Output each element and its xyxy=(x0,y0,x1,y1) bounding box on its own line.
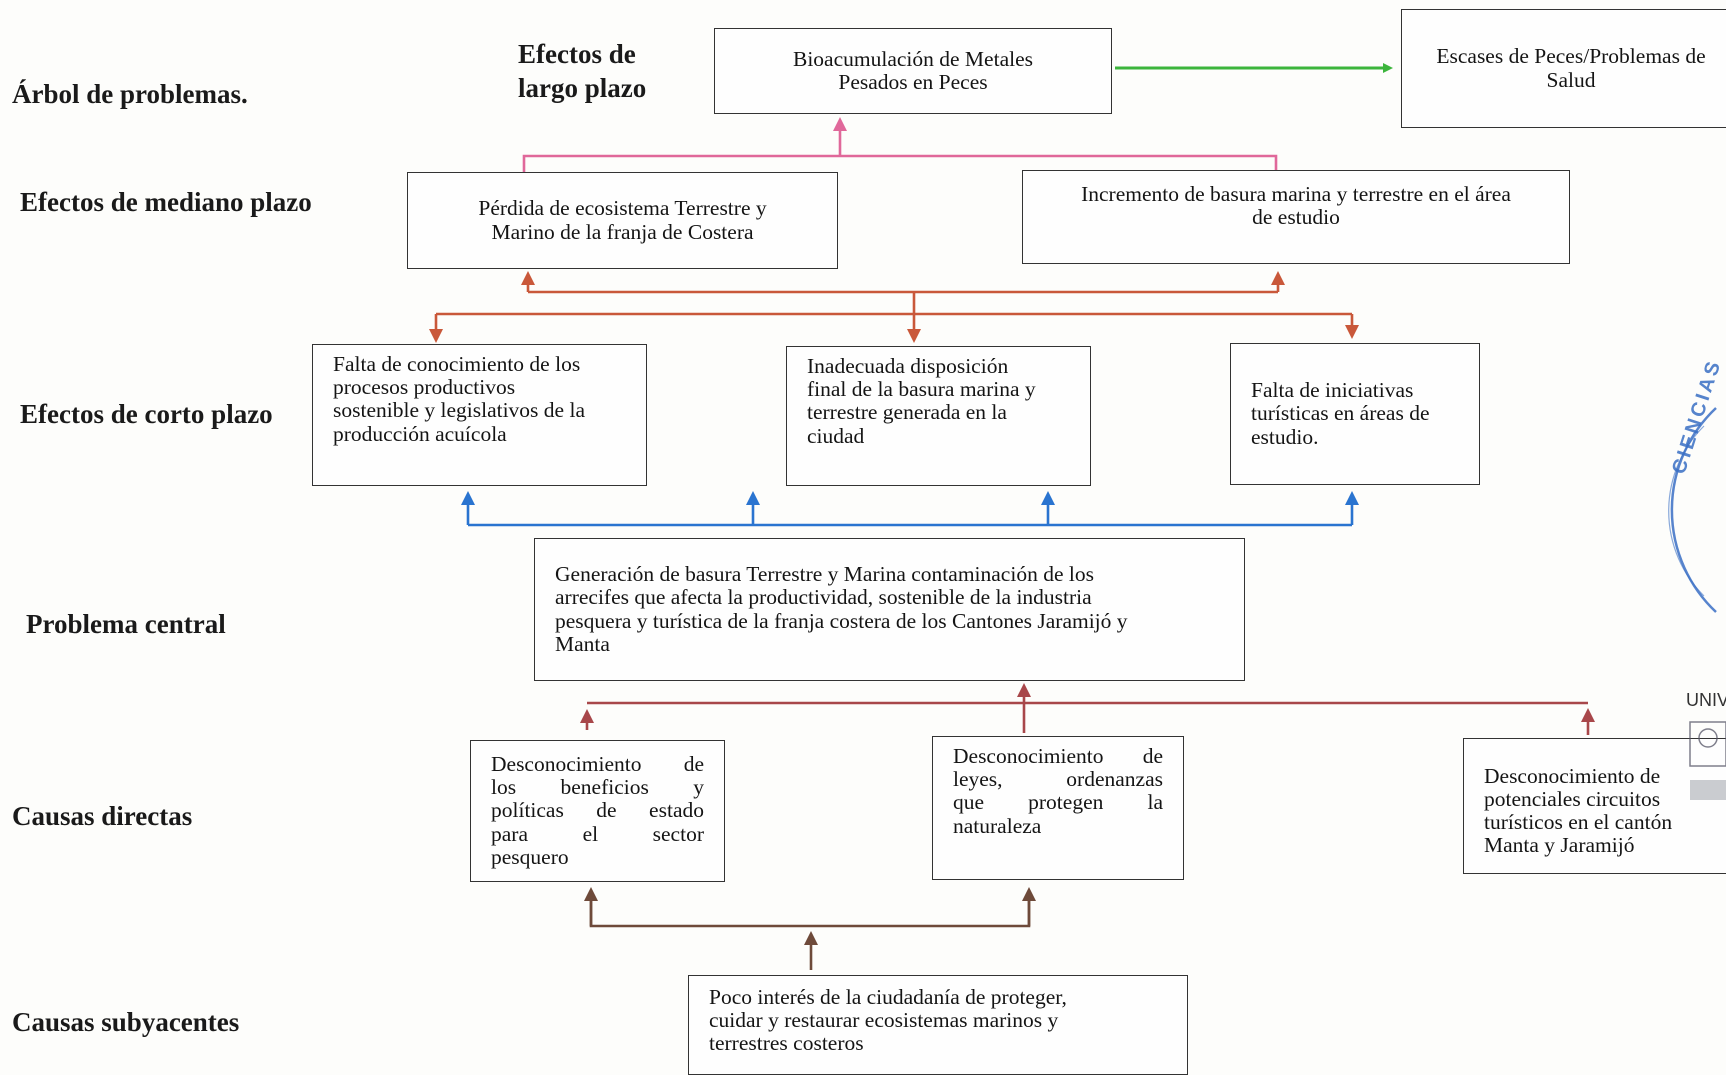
box-line: final de la basura marina y xyxy=(807,377,1036,402)
box-low-citizen-interest: Poco interés de la ciudadanía de protege… xyxy=(688,975,1188,1075)
label-central-problem: Problema central xyxy=(26,609,226,639)
box-line: Desconocimiento de xyxy=(491,751,704,776)
label-long-term-effects-line-2: largo plazo xyxy=(518,72,647,103)
label-underlying-causes: Causas subyacentes xyxy=(12,1007,240,1037)
box-line: Pérdida de ecosistema Terrestre y xyxy=(478,196,767,221)
box-line: terrestre generada en la xyxy=(807,400,1007,425)
box-line: para el sector xyxy=(491,821,704,846)
box-central-problem: Generación de basura Terrestre y Marina … xyxy=(534,538,1245,681)
box-inadequate-disposal: Inadecuada disposición final de la basur… xyxy=(786,346,1091,486)
box-garbage-increase: Incremento de basura marina y terrestre … xyxy=(1022,170,1570,264)
box-lack-of-knowledge: Falta de conocimiento de los procesos pr… xyxy=(312,344,647,486)
box-line: Manta xyxy=(555,631,610,656)
box-unaware-tourism-circuits: Desconocimiento de potenciales circuitos… xyxy=(1463,738,1726,874)
box-line: Bioacumulación de Metales xyxy=(792,46,1033,71)
box-line: pesquera y turística de la franja coster… xyxy=(555,608,1128,633)
box-line: arrecifes que afecta la productividad, s… xyxy=(555,585,1092,610)
box-line: Marino de la franja de Costera xyxy=(491,219,754,244)
box-line: Pesados en Peces xyxy=(838,70,988,94)
arrow-pink xyxy=(522,117,1278,172)
box-ecosystem-loss: Pérdida de ecosistema Terrestre y Marino… xyxy=(407,172,838,269)
arrow-brown xyxy=(584,887,1036,970)
box-line: que protegen la xyxy=(953,790,1163,815)
box-line: Salud xyxy=(1546,67,1596,92)
label-long-term-effects: Efectos de largo plazo xyxy=(518,38,646,106)
box-unaware-benefits: Desconocimiento de los beneficios y polí… xyxy=(470,740,725,882)
box-line: naturaleza xyxy=(953,813,1042,838)
box-line: Falta de conocimiento de los xyxy=(333,352,581,376)
label-medium-term-effects: Efectos de mediano plazo xyxy=(20,187,312,217)
box-line: Desconocimiento de xyxy=(953,744,1163,768)
box-line: turísticas en áreas de xyxy=(1251,401,1430,426)
stamp-university-text: UNIVE xyxy=(1686,690,1726,710)
box-line: Falta de iniciativas xyxy=(1251,378,1414,403)
box-line: terrestres costeros xyxy=(709,1031,864,1056)
label-short-term-effects: Efectos de corto plazo xyxy=(20,399,273,429)
box-line: políticas de estado xyxy=(491,798,704,823)
box-bioaccumulation: Bioacumulación de Metales Pesados en Pec… xyxy=(714,28,1112,114)
box-lack-of-tourism-initiatives: Falta de iniciativas turísticas en áreas… xyxy=(1230,343,1480,485)
label-long-term-effects-line-1: Efectos de xyxy=(518,39,636,69)
box-unaware-laws: Desconocimiento de leyes, ordenanzas que… xyxy=(932,736,1184,880)
box-line: leyes, ordenanzas xyxy=(953,767,1163,792)
box-line: Inadecuada disposición xyxy=(807,354,1009,378)
label-direct-causes: Causas directas xyxy=(12,801,193,831)
box-line: ciudad xyxy=(807,423,865,448)
arrow-blue xyxy=(461,491,1359,527)
arrow-red xyxy=(580,683,1595,735)
box-line: Manta y Jaramijó xyxy=(1484,833,1635,858)
box-line: Escases de Peces/Problemas de xyxy=(1436,44,1706,69)
arrow-orange xyxy=(429,271,1359,343)
box-line: Poco interés de la ciudadanía de protege… xyxy=(709,985,1067,1009)
box-line: pesquero xyxy=(491,844,569,869)
box-line: turísticos en el cantón xyxy=(1484,810,1673,834)
box-line: producción acuícola xyxy=(333,421,507,446)
box-line: los beneficios y xyxy=(491,775,704,800)
box-fish-scarcity: Escases de Peces/Problemas de Salud xyxy=(1401,9,1726,128)
box-line: estudio. xyxy=(1251,424,1319,449)
box-line: procesos productivos xyxy=(333,375,516,400)
box-line: Generación de basura Terrestre y Marina … xyxy=(555,562,1094,587)
box-line: de estudio xyxy=(1252,205,1340,230)
box-line: potenciales circuitos xyxy=(1484,786,1661,811)
box-line: Desconocimiento de xyxy=(1484,763,1661,788)
box-line: sostenible y legislativos de la xyxy=(333,398,585,423)
box-line: Incremento de basura marina y terrestre … xyxy=(1081,182,1511,206)
box-line: cuidar y restaurar ecosistemas marinos y xyxy=(709,1008,1059,1033)
diagram-title: Árbol de problemas. xyxy=(12,79,248,109)
